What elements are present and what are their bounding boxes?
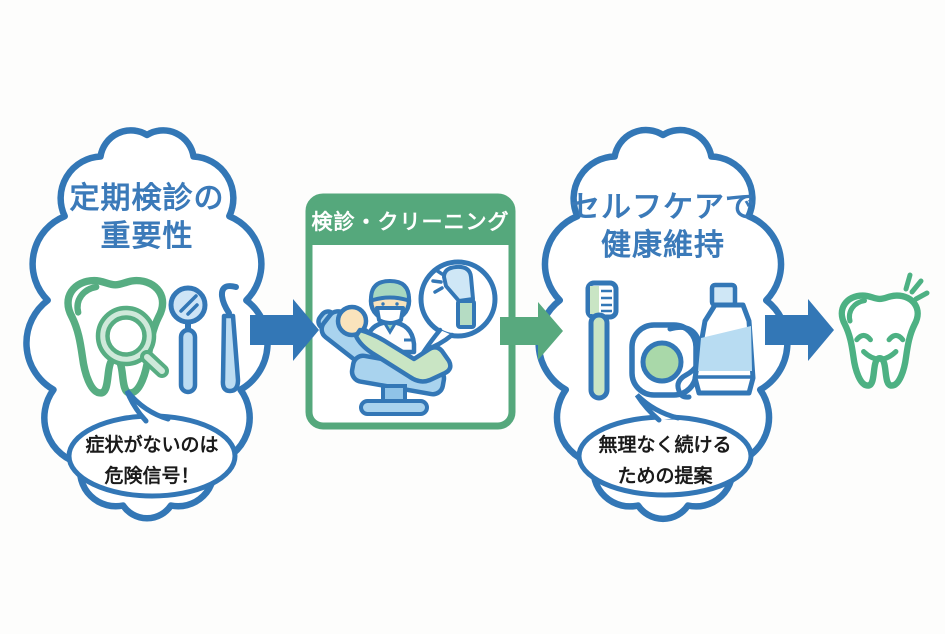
left-speech-bubble (66, 389, 238, 499)
sparkle-icon (903, 272, 930, 302)
happy-tooth-icon (838, 272, 930, 389)
arrow-right-1 (250, 299, 319, 361)
arrow-right-3 (765, 299, 834, 361)
step3-bubble-text: 無理なく続ける ための提案 (598, 435, 732, 487)
toothbrush-icon (585, 280, 619, 401)
magnifier-icon (95, 305, 169, 378)
right-speech-bubble (576, 393, 754, 498)
step1-bubble-text: 症状がないのは 危険信号！ (85, 435, 219, 487)
face-mask-icon (375, 306, 405, 325)
dental-handpiece-icon (431, 264, 476, 329)
surgical-cap-icon (369, 279, 411, 302)
scene-speech-bubble (418, 259, 498, 355)
step2-title: 検診・クリーニング (311, 211, 510, 234)
dental-floss-icon (629, 322, 703, 400)
toothpaste-icon (692, 282, 756, 396)
dental-mirror-icon (168, 285, 208, 395)
step3-title: セルフケアで 健康維持 (570, 191, 756, 262)
tooth-with-magnifier-icon (64, 276, 169, 397)
checkup-box-header-band (312, 200, 509, 245)
dental-probe-icon (218, 283, 241, 394)
patient-figure (335, 304, 453, 384)
arrow-right-2 (500, 302, 563, 360)
step1-title: 定期検診の 重要性 (69, 182, 225, 253)
